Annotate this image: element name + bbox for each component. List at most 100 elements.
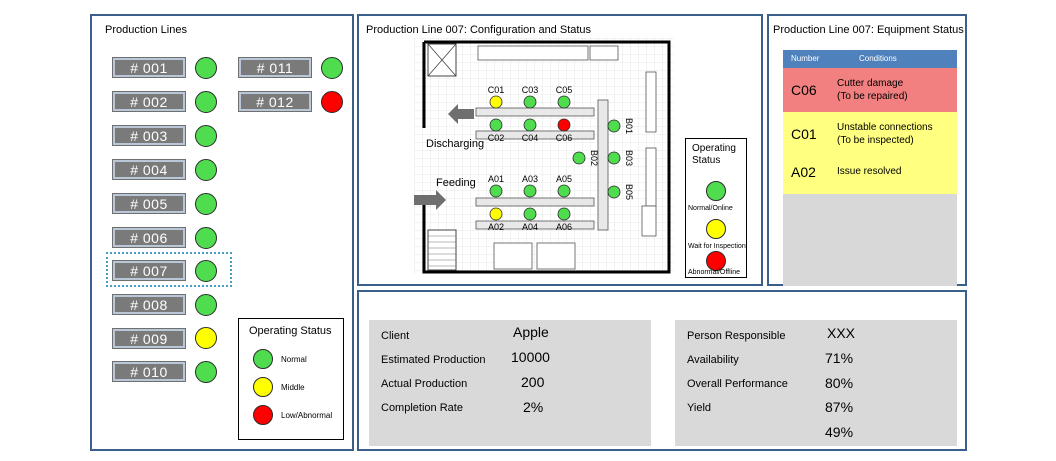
- station-a06-status-dot[interactable]: [557, 207, 571, 221]
- station-b01-status-dot[interactable]: [607, 119, 621, 133]
- station-a02-status-dot[interactable]: [489, 207, 503, 221]
- line-chip-001[interactable]: # 001: [112, 57, 186, 78]
- overall-performance-label: Overall Performance: [687, 378, 788, 390]
- line-chip-002[interactable]: # 002: [112, 91, 186, 112]
- yield-label: Yield: [687, 402, 712, 414]
- table-row[interactable]: A02 Issue resolved: [783, 156, 957, 194]
- line-chip-005[interactable]: # 005: [112, 193, 186, 214]
- status-dot-010: [195, 361, 217, 383]
- legend-offline-icon: [706, 251, 726, 271]
- person-responsible-value: XXX: [827, 325, 856, 341]
- oee-value: 49%: [825, 424, 854, 440]
- status-dot-011: [321, 57, 343, 79]
- production-info-panel: Client Apple Estimated Production 10000 …: [357, 290, 967, 451]
- client-value: Apple: [513, 324, 549, 340]
- client-label: Client: [381, 330, 410, 342]
- yield-value: 87%: [825, 399, 854, 415]
- table-row[interactable]: C01 Unstable connections (To be inspecte…: [783, 112, 957, 156]
- table-header: Number Conditions: [783, 50, 957, 68]
- estimated-production-value: 10000: [511, 349, 550, 365]
- line-chip-004[interactable]: # 004: [112, 159, 186, 180]
- station-label: B03: [624, 150, 634, 166]
- station-label: C06: [556, 133, 573, 143]
- station-label: A03: [522, 174, 538, 184]
- status-dot-002: [195, 91, 217, 113]
- actual-production-value: 200: [521, 374, 545, 390]
- line-chip-010[interactable]: # 010: [112, 361, 186, 382]
- legend-title: Operating Status: [249, 325, 332, 337]
- station-label: A06: [556, 222, 572, 232]
- selected-line-highlight: [106, 252, 232, 287]
- status-dot-001: [195, 57, 217, 79]
- col-number: Number: [791, 54, 820, 63]
- station-b02-status-dot[interactable]: [572, 151, 586, 165]
- station-label: B02: [589, 150, 599, 166]
- equipment-condition: Cutter damage (To be repaired): [837, 78, 908, 102]
- operating-status-legend: Operating Status Normal/Online Wait for …: [685, 138, 747, 278]
- legend-middle-label: Middle: [281, 383, 305, 392]
- status-dot-006: [195, 227, 217, 249]
- operating-status-legend: Operating Status Normal Middle Low/Abnor…: [238, 318, 344, 440]
- feeding-label: Feeding: [436, 177, 476, 189]
- legend-normal-icon: [706, 181, 726, 201]
- legend-wait-label: Wait for Inspection: [688, 243, 746, 250]
- discharging-arrow-icon: [448, 104, 474, 124]
- completion-rate-label: Completion Rate: [381, 402, 463, 414]
- station-label: C03: [522, 85, 539, 95]
- station-c05-status-dot[interactable]: [557, 95, 571, 109]
- status-dot-005: [195, 193, 217, 215]
- line-chip-012[interactable]: # 012: [238, 91, 312, 112]
- equipment-status-panel: Production Line 007: Equipment Status Nu…: [767, 14, 967, 286]
- legend-middle-icon: [253, 377, 273, 397]
- station-a04-status-dot[interactable]: [523, 207, 537, 221]
- station-c06-status-dot[interactable]: [557, 118, 571, 132]
- line-chip-006[interactable]: # 006: [112, 227, 186, 248]
- panel-title: Production Line 007: Configuration and S…: [366, 24, 592, 36]
- discharging-label: Discharging: [426, 138, 484, 150]
- station-c02-status-dot[interactable]: [489, 118, 503, 132]
- legend-offline-label: Abnormal/Offline: [688, 269, 741, 276]
- status-dot-012: [321, 91, 343, 113]
- person-responsible-label: Person Responsible: [687, 330, 786, 342]
- line-chip-011[interactable]: # 011: [238, 57, 312, 78]
- station-label: B05: [624, 184, 634, 200]
- equipment-number: C06: [791, 82, 817, 98]
- status-dot-003: [195, 125, 217, 147]
- estimated-production-label: Estimated Production: [381, 354, 486, 366]
- station-c03-status-dot[interactable]: [523, 95, 537, 109]
- table-row[interactable]: C06 Cutter damage (To be repaired): [783, 68, 957, 112]
- station-b03-status-dot[interactable]: [607, 151, 621, 165]
- equipment-condition: Issue resolved: [837, 166, 902, 177]
- completion-rate-value: 2%: [523, 399, 544, 415]
- station-c01-status-dot[interactable]: [489, 95, 503, 109]
- station-a05-status-dot[interactable]: [557, 184, 571, 198]
- feeding-arrow-icon: [414, 190, 446, 210]
- actual-production-label: Actual Production: [381, 378, 468, 390]
- order-info-box: Client Apple Estimated Production 10000 …: [369, 320, 651, 446]
- station-label: A04: [522, 222, 538, 232]
- status-dot-009: [195, 327, 217, 349]
- station-label: C05: [556, 85, 573, 95]
- legend-abnormal-icon: [253, 405, 273, 425]
- status-dot-004: [195, 159, 217, 181]
- configuration-panel: Production Line 007: Configuration and S…: [357, 14, 763, 286]
- overall-performance-value: 80%: [825, 375, 854, 391]
- station-a03-status-dot[interactable]: [523, 184, 537, 198]
- station-b05-status-dot[interactable]: [607, 185, 621, 199]
- line-chip-007[interactable]: # 007: [112, 260, 186, 281]
- station-label: B01: [624, 118, 634, 134]
- station-label: C04: [522, 133, 539, 143]
- line-chip-008[interactable]: # 008: [112, 294, 186, 315]
- line-chip-003[interactable]: # 003: [112, 125, 186, 146]
- legend-wait-icon: [706, 219, 726, 239]
- equipment-number: C01: [791, 126, 817, 142]
- line-chip-009[interactable]: # 009: [112, 328, 186, 349]
- legend-abnormal-label: Low/Abnormal: [281, 411, 333, 420]
- panel-title: Production Line 007: Equipment Status: [773, 24, 964, 36]
- station-label: C02: [488, 133, 505, 143]
- station-label: A01: [488, 174, 504, 184]
- station-c04-status-dot[interactable]: [523, 118, 537, 132]
- station-a01-status-dot[interactable]: [489, 184, 503, 198]
